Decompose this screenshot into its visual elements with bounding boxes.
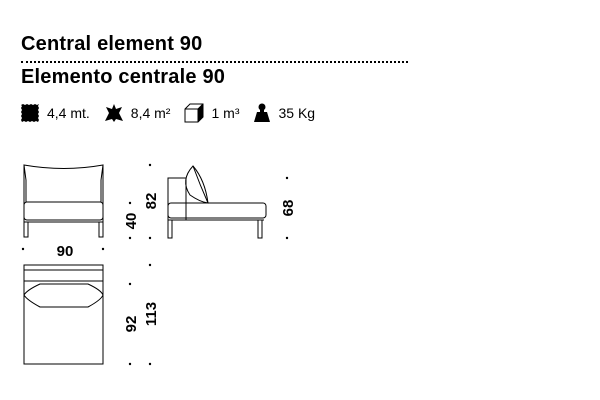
title-english: Central element 90: [21, 33, 203, 55]
fabric-icon: [21, 104, 39, 122]
spec-weight-value: 35 Kg: [278, 105, 316, 121]
dim-width: 90: [57, 243, 74, 260]
spec-volume: 1 m³: [184, 103, 239, 123]
spec-fabric-value: 4,4 mt.: [47, 105, 90, 121]
dim-seat-height: 40: [123, 213, 140, 230]
side-view: [167, 165, 267, 239]
top-view: [23, 264, 104, 365]
dim-seat-depth: 92: [123, 316, 140, 333]
title-italian: Elemento centrale 90: [21, 66, 226, 88]
spec-weight: 35 Kg: [253, 103, 315, 123]
volume-cube-icon: [184, 103, 204, 123]
dim-depth-side: 68: [280, 200, 297, 217]
dotted-divider: [21, 61, 408, 63]
weight-icon: [254, 103, 271, 122]
dim-total-depth: 113: [143, 302, 160, 326]
spec-volume-value: 1 m³: [211, 105, 240, 121]
leather-icon: [104, 104, 123, 122]
spec-leather: 8,4 m²: [104, 103, 171, 123]
spec-row: 4,4 mt. 8,4 m² 1 m³ 35 Kg: [20, 103, 329, 123]
front-view: [23, 164, 104, 238]
dimension-dots: [21, 163, 289, 366]
spec-fabric: 4,4 mt.: [20, 103, 90, 123]
dim-total-height: 82: [143, 193, 160, 210]
spec-leather-value: 8,4 m²: [130, 105, 171, 121]
